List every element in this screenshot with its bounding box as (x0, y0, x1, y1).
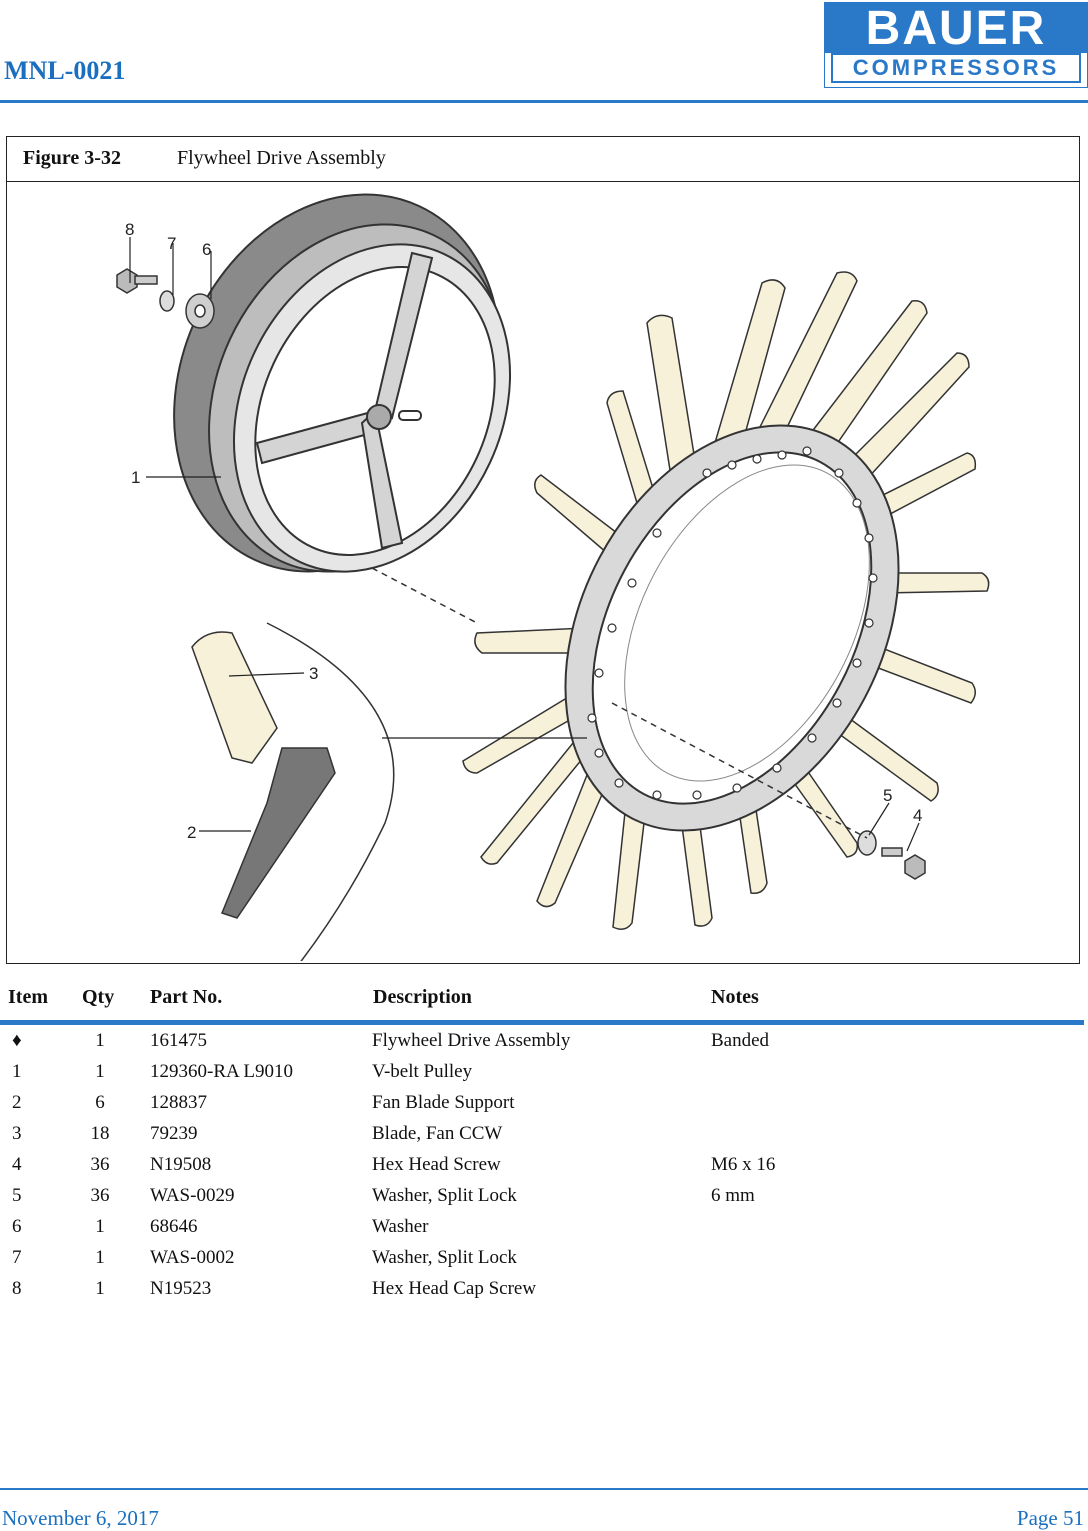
cell-part: N19523 (150, 1278, 212, 1299)
cell-part: 128837 (150, 1092, 207, 1113)
callout-2: 2 (187, 823, 196, 842)
cell-item: 3 (12, 1123, 22, 1144)
cell-desc: Washer, Split Lock (372, 1247, 517, 1268)
document-id: MNL-0021 (4, 56, 126, 85)
cell-qty: 1 (95, 1030, 105, 1051)
cell-item: 1 (12, 1061, 22, 1082)
callout-7: 7 (167, 234, 176, 253)
cell-part: WAS-0002 (150, 1247, 235, 1268)
cell-part: 68646 (150, 1216, 198, 1237)
col-description: Description (373, 986, 472, 1008)
cell-qty: 18 (90, 1123, 110, 1144)
fan-ring-holes (587, 446, 878, 800)
table-row: 1 1 129360-RA L9010 V-belt Pulley (0, 1061, 1088, 1091)
flywheel-exploded-drawing: 1 2 3 4 5 6 7 8 (116, 193, 990, 961)
cell-notes: 6 mm (711, 1185, 755, 1206)
col-qty: Qty (82, 986, 115, 1008)
table-rule (0, 1020, 1084, 1025)
table-row: 4 36 N19508 Hex Head Screw M6 x 16 (0, 1154, 1088, 1184)
cell-item: 2 (12, 1092, 22, 1113)
cell-item: 6 (12, 1216, 22, 1237)
col-part: Part No. (150, 986, 223, 1008)
blade-detail (191, 631, 336, 919)
cell-part: WAS-0029 (150, 1185, 235, 1206)
table-row: 7 1 WAS-0002 Washer, Split Lock (0, 1247, 1088, 1277)
table-row: ♦ 1 161475 Flywheel Drive Assembly Banded (0, 1030, 1088, 1060)
cell-desc: Hex Head Screw (372, 1154, 501, 1175)
cell-desc: Flywheel Drive Assembly (372, 1030, 571, 1051)
fan-ring (564, 424, 900, 832)
fan-blades (462, 271, 990, 930)
cell-item: 7 (12, 1247, 22, 1268)
cell-qty: 36 (90, 1185, 110, 1206)
bauer-compressors-logo: BAUER COMPRESSORS (824, 2, 1088, 88)
logo-subtitle: COMPRESSORS (831, 53, 1081, 83)
callout-3: 3 (309, 664, 318, 683)
figure-number: Figure 3-32 (23, 147, 121, 169)
cell-part: 79239 (150, 1123, 198, 1144)
callout-1: 1 (131, 468, 140, 487)
callout-4: 4 (913, 806, 922, 825)
cell-desc: V-belt Pulley (372, 1061, 473, 1082)
assembly-lines (371, 567, 868, 839)
cell-item: 4 (12, 1154, 22, 1175)
figure-title: Flywheel Drive Assembly (177, 147, 386, 169)
cell-qty: 1 (95, 1247, 105, 1268)
footer-date: November 6, 2017 (2, 1506, 159, 1530)
cell-qty: 1 (95, 1278, 105, 1299)
figure-header: Figure 3-32 Flywheel Drive Assembly (7, 137, 1079, 182)
page-number: Page 51 (1016, 1506, 1084, 1530)
cell-notes: Banded (711, 1030, 770, 1051)
ring-fasteners (857, 830, 926, 880)
callout-6: 6 (202, 240, 211, 259)
callout-labels: 1 2 3 4 5 6 7 8 (125, 220, 922, 842)
cell-notes: M6 x 16 (711, 1154, 776, 1175)
cell-part: 161475 (150, 1030, 207, 1051)
cell-part: 129360-RA L9010 (150, 1061, 294, 1082)
callout-5: 5 (883, 786, 892, 805)
table-row: 8 1 N19523 Hex Head Cap Screw (0, 1278, 1088, 1308)
table-row: 5 36 WAS-0029 Washer, Split Lock 6 mm (0, 1185, 1088, 1215)
cell-qty: 1 (95, 1061, 105, 1082)
callout-8: 8 (125, 220, 134, 239)
cell-desc: Fan Blade Support (372, 1092, 515, 1113)
logo-wordmark: BAUER (825, 3, 1087, 55)
table-row: 6 1 68646 Washer (0, 1216, 1088, 1246)
cell-qty: 6 (95, 1092, 105, 1113)
table-row: 3 18 79239 Blade, Fan CCW (0, 1123, 1088, 1153)
header-rule (0, 100, 1088, 103)
hub-fasteners (116, 268, 215, 329)
footer-rule (0, 1488, 1088, 1490)
cell-desc: Hex Head Cap Screw (372, 1278, 537, 1299)
cell-item: 5 (12, 1185, 22, 1206)
cell-part: N19508 (150, 1154, 212, 1175)
callout-leaders (129, 237, 920, 852)
cell-item: ♦ (12, 1030, 22, 1051)
col-notes: Notes (711, 986, 759, 1008)
table-row: 2 6 128837 Fan Blade Support (0, 1092, 1088, 1122)
col-item: Item (8, 986, 48, 1008)
cell-qty: 36 (90, 1154, 110, 1175)
figure-frame: Figure 3-32 Flywheel Drive Assembly (6, 136, 1080, 964)
cell-desc: Washer (372, 1216, 429, 1237)
cell-qty: 1 (95, 1216, 105, 1237)
cell-desc: Washer, Split Lock (372, 1185, 517, 1206)
v-belt-pulley (173, 193, 511, 573)
cell-desc: Blade, Fan CCW (372, 1123, 503, 1144)
parts-table-header: Item Qty Part No. Description Notes (0, 986, 1088, 1016)
detail-arc (266, 622, 395, 961)
cell-item: 8 (12, 1278, 22, 1299)
